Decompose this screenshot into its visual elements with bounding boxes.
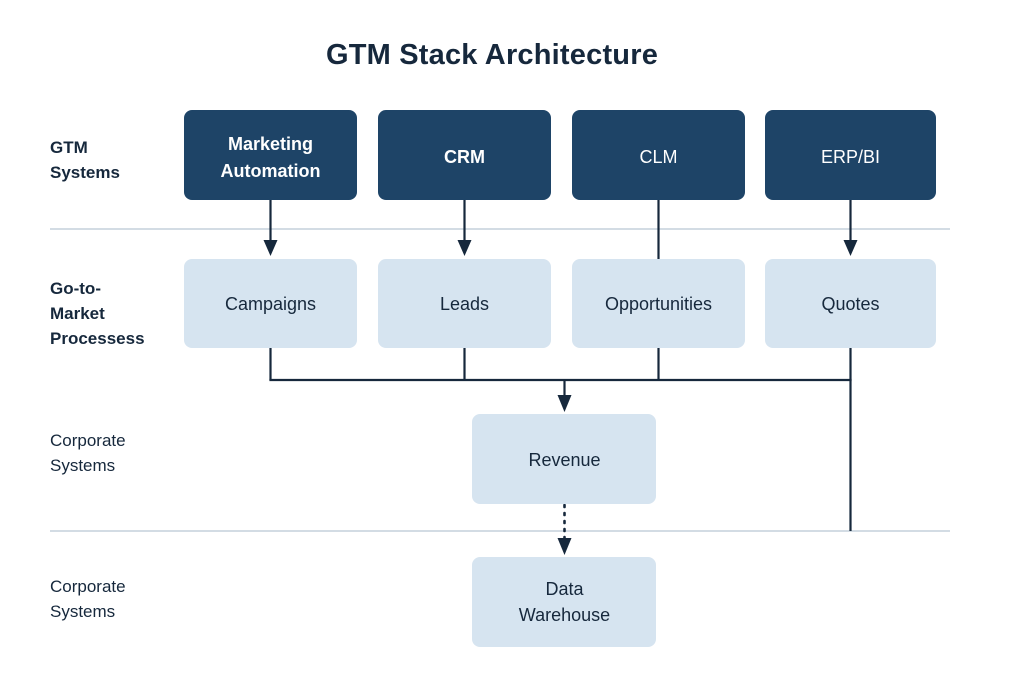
node-crm-label: CRM xyxy=(444,147,485,167)
diagram-title: GTM Stack Architecture xyxy=(326,39,658,71)
node-erp-bi[interactable]: ERP/BI xyxy=(765,110,936,200)
arrowhead-icon xyxy=(843,240,858,256)
node-erp-bi-label: ERP/BI xyxy=(821,147,880,167)
svg-text:Systems: Systems xyxy=(50,602,115,621)
arrowhead-icon xyxy=(263,240,278,256)
node-erp-bi-box[interactable] xyxy=(765,110,936,200)
node-revenue[interactable]: Revenue xyxy=(472,414,656,504)
node-quotes[interactable]: Quotes xyxy=(765,259,936,348)
node-leads-box[interactable] xyxy=(378,259,551,348)
node-campaigns-box[interactable] xyxy=(184,259,357,348)
node-data-warehouse-label-line2: Warehouse xyxy=(519,605,610,625)
node-data-warehouse-box[interactable] xyxy=(472,557,656,647)
node-revenue-box[interactable] xyxy=(472,414,656,504)
arrowhead-icon xyxy=(557,538,572,555)
svg-text:Corporate: Corporate xyxy=(50,431,126,450)
arrowhead-icon xyxy=(457,240,472,256)
row-label-corporate-systems-warehouse: Corporate Systems xyxy=(50,577,126,621)
svg-text:Systems: Systems xyxy=(50,163,120,182)
node-campaigns-label: Campaigns xyxy=(225,294,316,314)
node-data-warehouse[interactable]: Data Warehouse xyxy=(472,557,656,647)
node-clm[interactable]: CLM xyxy=(572,110,745,200)
node-marketing-automation[interactable]: Marketing Automation xyxy=(184,110,357,200)
node-quotes-box[interactable] xyxy=(765,259,936,348)
node-revenue-label: Revenue xyxy=(528,450,600,470)
node-crm[interactable]: CRM xyxy=(378,110,551,200)
node-clm-box[interactable] xyxy=(572,110,745,200)
edge-bus-to-revenue xyxy=(557,380,572,412)
edge-crm-to-leads xyxy=(457,200,472,256)
svg-text:GTM: GTM xyxy=(50,138,88,157)
node-marketing-automation-label-line1: Marketing xyxy=(228,134,313,154)
row-label-go-to-market-processess: Go-to- Market Processess xyxy=(50,279,145,348)
node-quotes-label: Quotes xyxy=(821,294,879,314)
svg-text:Processess: Processess xyxy=(50,329,145,348)
svg-text:Market: Market xyxy=(50,304,105,323)
node-opportunities-label: Opportunities xyxy=(605,294,712,314)
row-label-gtm-systems: GTM Systems xyxy=(50,138,120,182)
node-opportunities-box[interactable] xyxy=(572,259,745,348)
edge-marketing-automation-to-campaigns xyxy=(263,200,278,256)
node-marketing-automation-label-line2: Automation xyxy=(221,161,321,181)
edge-erp-bi-to-quotes xyxy=(843,200,858,256)
node-data-warehouse-label-line1: Data xyxy=(545,579,584,599)
edge-revenue-to-data-warehouse xyxy=(557,503,572,555)
row-label-corporate-systems-revenue: Corporate Systems xyxy=(50,431,126,475)
svg-text:Systems: Systems xyxy=(50,456,115,475)
svg-text:Go-to-: Go-to- xyxy=(50,279,101,298)
node-crm-box[interactable] xyxy=(378,110,551,200)
node-leads[interactable]: Leads xyxy=(378,259,551,348)
arrowhead-icon xyxy=(557,395,572,412)
node-opportunities[interactable]: Opportunities xyxy=(572,259,745,348)
node-clm-label: CLM xyxy=(639,147,677,167)
node-campaigns[interactable]: Campaigns xyxy=(184,259,357,348)
node-leads-label: Leads xyxy=(440,294,489,314)
node-marketing-automation-box[interactable] xyxy=(184,110,357,200)
svg-text:Corporate: Corporate xyxy=(50,577,126,596)
